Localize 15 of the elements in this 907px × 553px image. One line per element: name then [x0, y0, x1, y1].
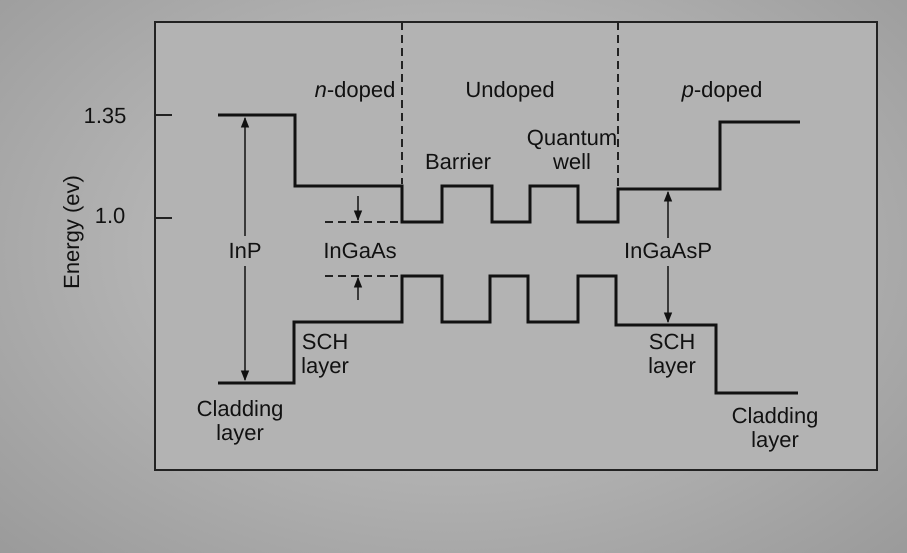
axis-title: Energy (ev)	[60, 174, 84, 291]
material-label: InGaAs	[322, 239, 398, 263]
material-label: InP	[227, 239, 263, 263]
material-label: InGaAsP	[622, 239, 714, 263]
layer-label: SCH layer	[300, 330, 350, 378]
tick-label: 1.35	[82, 104, 128, 128]
layer-label: SCH layer	[647, 330, 697, 378]
layer-label: Cladding layer	[730, 404, 820, 452]
tick-label: 1.0	[94, 204, 126, 228]
layer-label: Cladding layer	[196, 397, 284, 445]
layer-label: Barrier	[424, 150, 492, 174]
region-label: Undoped	[464, 78, 556, 102]
region-label: p-doped	[680, 78, 764, 102]
region-label: n-doped	[314, 78, 396, 102]
layer-label: Quantum well	[526, 126, 618, 174]
